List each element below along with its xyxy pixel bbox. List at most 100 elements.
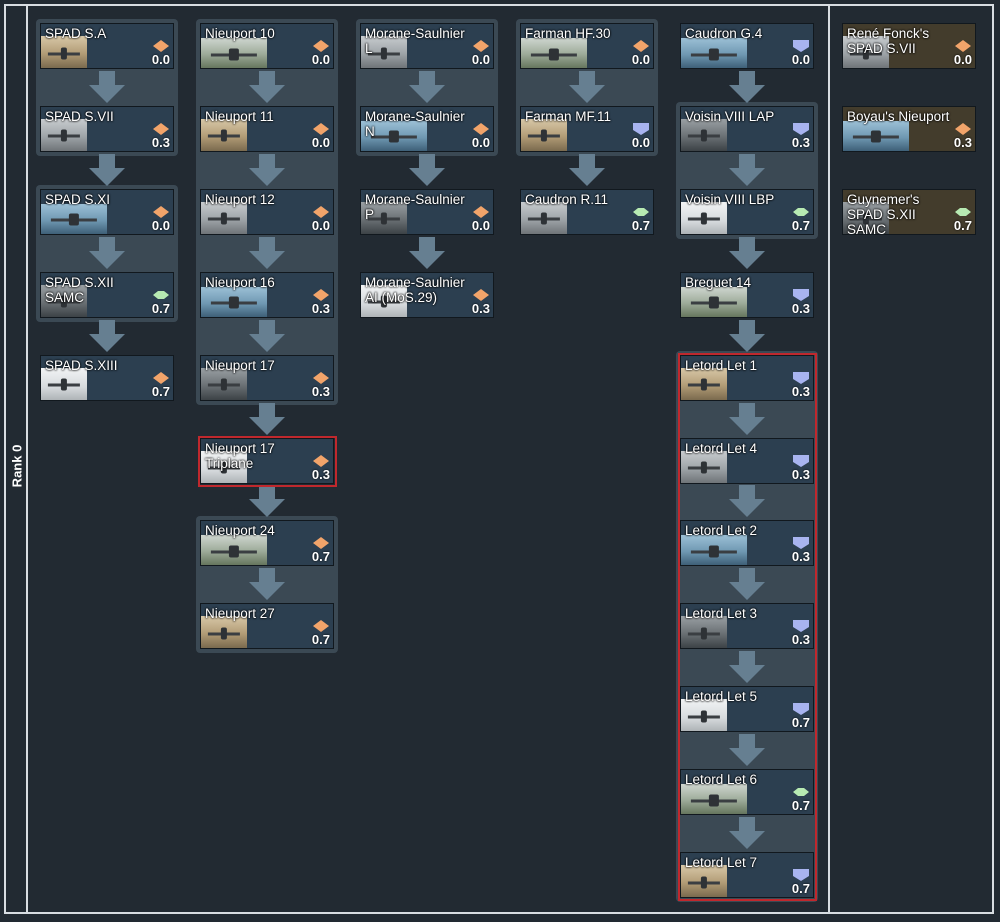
bomber-role-icon bbox=[793, 371, 809, 384]
aircraft-silhouette-icon bbox=[47, 378, 81, 391]
research-arrow-icon bbox=[407, 236, 447, 269]
aircraft-silhouette-icon bbox=[367, 47, 401, 60]
premium-vehicle-card[interactable]: Guynemer's SPAD S.XII SAMC 0.7 bbox=[842, 188, 976, 235]
aircraft-silhouette-icon bbox=[687, 710, 721, 723]
vehicle-name: René Fonck's SPAD S.VII bbox=[847, 26, 930, 56]
fighter-role-icon bbox=[473, 288, 489, 301]
vehicle-card[interactable]: Nieuport 24 0.7 bbox=[200, 520, 334, 567]
vehicle-name: Nieuport 27 bbox=[205, 606, 275, 622]
research-arrow-icon bbox=[727, 651, 767, 684]
vehicle-card[interactable]: Nieuport 27 0.7 bbox=[200, 603, 334, 650]
fighter-role-icon bbox=[153, 371, 169, 384]
research-arrow-icon bbox=[247, 236, 287, 269]
aircraft-silhouette-icon bbox=[687, 378, 721, 391]
battle-rating: 0.7 bbox=[953, 217, 972, 233]
research-arrow-icon bbox=[727, 70, 767, 103]
battle-rating: 0.7 bbox=[311, 632, 330, 648]
vehicle-thumbnail bbox=[681, 535, 747, 566]
research-arrow-icon bbox=[407, 70, 447, 103]
vehicle-card[interactable]: Morane-Saulnier AI (MoS.29)0.3 bbox=[360, 271, 494, 318]
research-arrow-icon bbox=[87, 153, 127, 186]
battle-rating: 0.7 bbox=[791, 217, 810, 233]
vehicle-thumbnail bbox=[201, 450, 247, 483]
vehicle-name: Letord Let 3 bbox=[685, 606, 758, 622]
fighter-role-icon bbox=[153, 122, 169, 135]
aircraft-silhouette-icon bbox=[527, 129, 561, 142]
aircraft-silhouette-icon bbox=[687, 129, 721, 142]
research-arrow-icon bbox=[87, 319, 127, 352]
bomber-role-icon bbox=[793, 454, 809, 467]
vehicle-thumbnail bbox=[201, 118, 247, 151]
battle-rating: 0.0 bbox=[631, 134, 650, 150]
vehicle-name: Farman HF.30 bbox=[525, 26, 611, 41]
battle-rating: 0.7 bbox=[791, 715, 810, 731]
fighter-role-icon bbox=[633, 40, 649, 52]
vehicle-card[interactable]: Farman MF.11 0.0 bbox=[520, 105, 654, 152]
aircraft-silhouette-icon bbox=[530, 48, 578, 60]
research-arrow-icon bbox=[727, 734, 767, 767]
vehicle-thumbnail bbox=[521, 201, 567, 234]
bomber-role-icon bbox=[793, 703, 809, 716]
fighter-role-icon bbox=[313, 537, 329, 550]
vehicle-name: Nieuport 24 bbox=[205, 523, 275, 539]
vehicle-name: SPAD S.XI bbox=[45, 191, 111, 207]
aircraft-silhouette-icon bbox=[47, 295, 81, 308]
vehicle-name: Letord Let 7 bbox=[685, 855, 758, 870]
aircraft-silhouette-icon bbox=[207, 212, 241, 225]
fighter-role-icon bbox=[955, 122, 971, 135]
recon-role-icon bbox=[153, 289, 169, 301]
aircraft-silhouette-icon bbox=[687, 876, 721, 889]
vehicle-name: Letord Let 6 bbox=[685, 772, 758, 788]
battle-rating: 0.7 bbox=[311, 549, 330, 565]
vehicle-name: Nieuport 11 bbox=[205, 108, 274, 124]
vehicle-card[interactable]: Letord Let 7 0.7 bbox=[680, 852, 814, 898]
battle-rating: 0.7 bbox=[791, 881, 810, 896]
vehicle-name: Nieuport 10 bbox=[205, 26, 275, 41]
vehicle-thumbnail bbox=[41, 284, 87, 317]
vehicle-thumbnail bbox=[681, 865, 727, 897]
battle-rating: 0.3 bbox=[471, 300, 490, 316]
battle-rating: 0.7 bbox=[631, 217, 650, 233]
vehicle-name: Farman MF.11 bbox=[525, 108, 612, 124]
aircraft-silhouette-icon bbox=[207, 129, 241, 142]
fighter-role-icon bbox=[313, 122, 329, 135]
battle-rating: 0.3 bbox=[151, 134, 170, 150]
fighter-role-icon bbox=[473, 205, 489, 218]
aircraft-silhouette-icon bbox=[690, 545, 738, 558]
vehicle-name: Guynemer's SPAD S.XII SAMC bbox=[847, 191, 920, 235]
vehicle-thumbnail bbox=[201, 535, 267, 566]
vehicle-thumbnail bbox=[681, 38, 747, 68]
tech-tree-frame: Rank 0 bbox=[4, 4, 994, 914]
battle-rating: 0.3 bbox=[311, 300, 330, 316]
vehicle-thumbnail bbox=[361, 120, 427, 151]
vehicle-thumbnail bbox=[521, 118, 567, 151]
